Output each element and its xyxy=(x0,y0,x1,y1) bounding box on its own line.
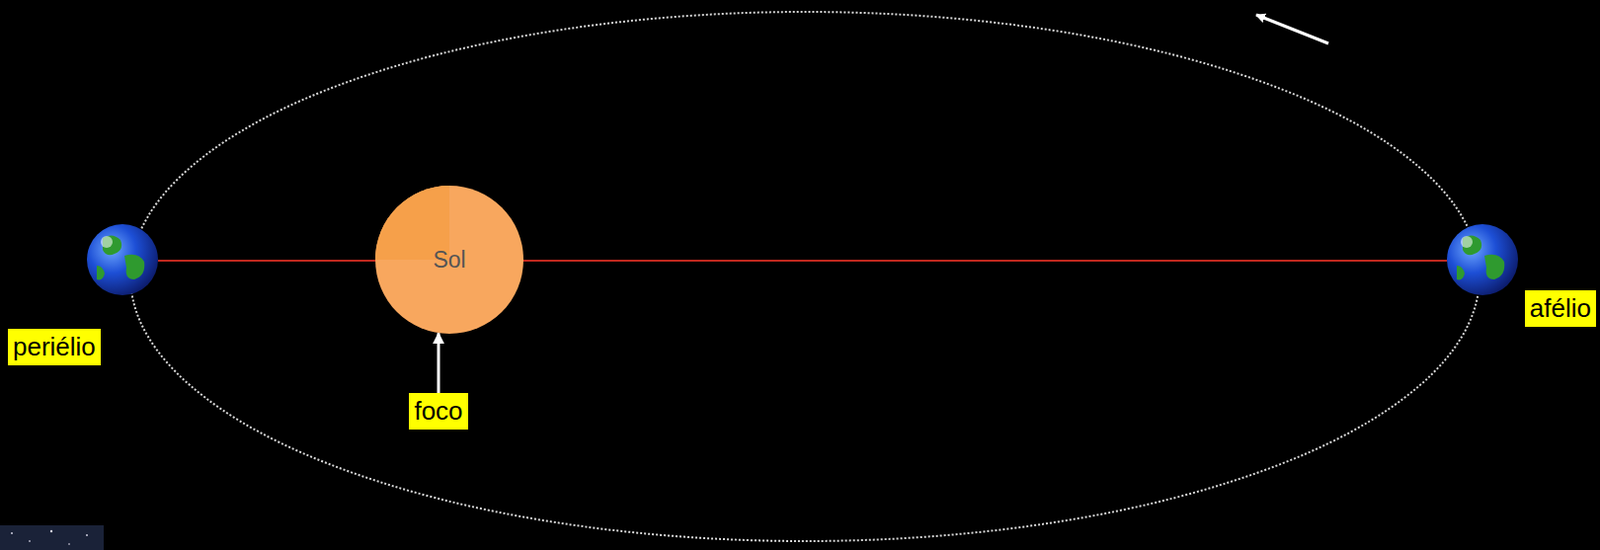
sun-circle: Sol xyxy=(375,185,524,334)
orbit-label: foco xyxy=(413,396,463,427)
orbit-ellipse xyxy=(130,11,1480,542)
sun-label: Sol xyxy=(432,246,466,274)
orbit-label: afélio xyxy=(1529,293,1592,324)
major-axis xyxy=(158,259,1447,262)
label-box: foco xyxy=(408,393,468,430)
earth-perihelion xyxy=(86,224,159,296)
starfield xyxy=(0,525,104,550)
label-box: afélio xyxy=(1524,290,1597,327)
earth-aphelion xyxy=(1446,224,1519,296)
pointer-arrow xyxy=(437,332,441,394)
direction-arrow xyxy=(1256,14,1329,44)
orbit-label: periélio xyxy=(12,331,96,363)
label-box: periélio xyxy=(7,328,101,366)
